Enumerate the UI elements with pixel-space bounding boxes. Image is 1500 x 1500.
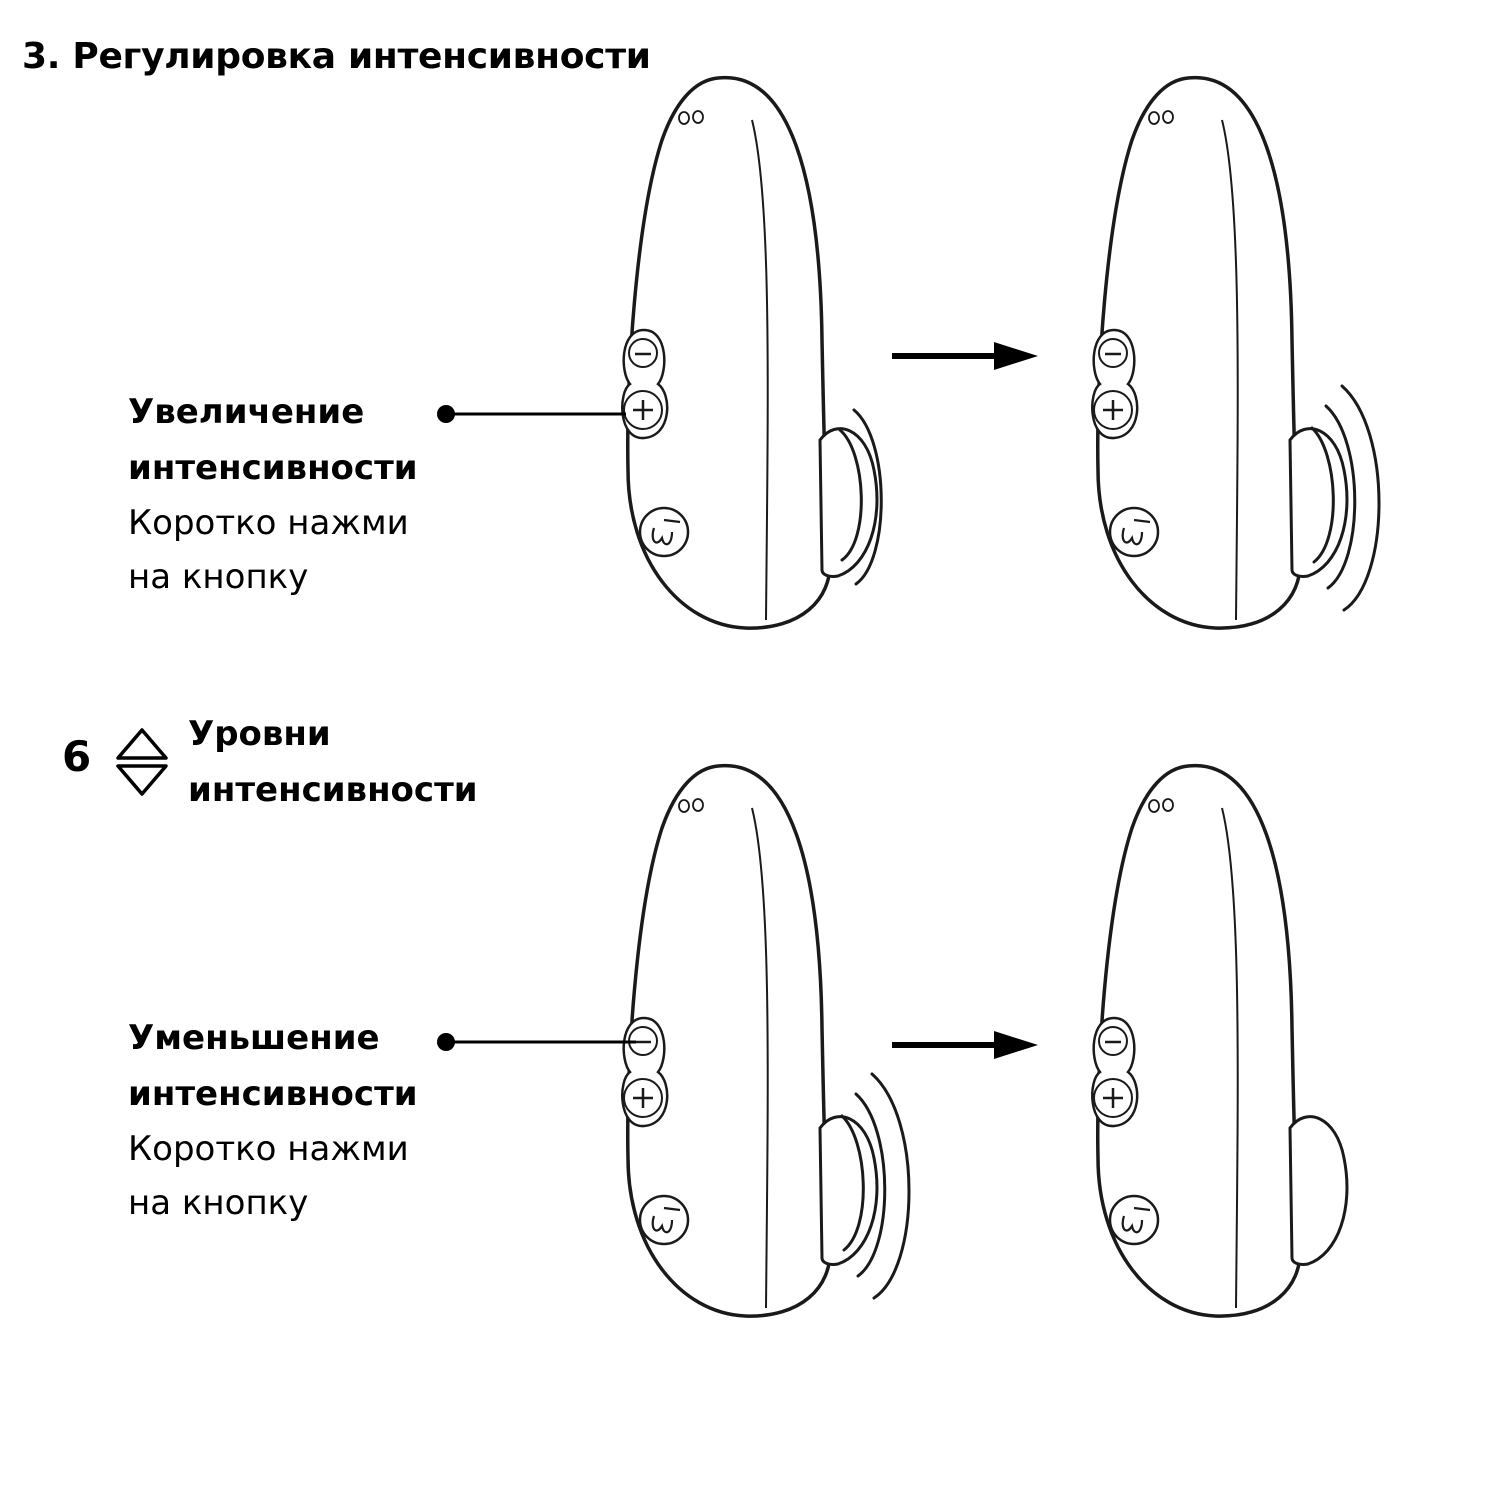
increase-desc-line2: на кнопку: [128, 557, 309, 597]
vibration-waves-icon: [838, 408, 883, 586]
increase-pointer: [437, 405, 626, 423]
vibration-waves-icon: [1310, 384, 1381, 612]
device-decrease-before: [620, 763, 911, 1318]
page-title: 3. Регулировка интенсивности: [22, 36, 651, 77]
up-down-triangles-icon: [116, 728, 168, 796]
decrease-heading-line1: Уменьшение: [128, 1018, 380, 1058]
increase-desc-line1: Коротко нажми: [128, 503, 409, 543]
increase-heading-line1: Увеличение: [128, 392, 365, 432]
device-increase-after: [1090, 75, 1381, 630]
decrease-heading-line2: интенсивности: [128, 1074, 418, 1114]
decrease-pointer: [437, 1033, 636, 1051]
device-increase-before: [620, 75, 883, 630]
decrease-desc-line1: Коротко нажми: [128, 1129, 409, 1169]
increase-heading-line2: интенсивности: [128, 448, 418, 488]
levels-label: Уровни интенсивности: [188, 706, 548, 818]
right-arrow-icon: [892, 1031, 1038, 1059]
levels-count: 6: [62, 732, 92, 781]
levels-label-line1: Уровни: [188, 714, 331, 754]
decrease-label: Уменьшение интенсивности Коротко нажми н…: [128, 1010, 468, 1230]
decrease-desc-line2: на кнопку: [128, 1183, 309, 1223]
levels-label-line2: интенсивности: [188, 770, 478, 810]
increase-label: Увеличение интенсивности Коротко нажми н…: [128, 384, 468, 604]
device-decrease-after: [1090, 763, 1349, 1318]
vibration-waves-icon: [840, 1072, 911, 1300]
right-arrow-icon: [892, 342, 1038, 370]
